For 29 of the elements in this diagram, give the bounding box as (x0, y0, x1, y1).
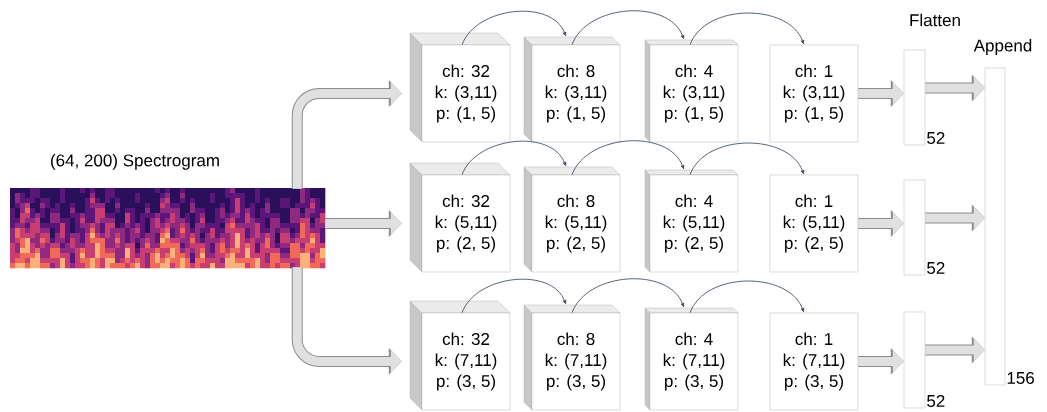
conv-block: ch: 1 k: (7,11) p: (3, 5) (769, 312, 859, 411)
size-label: 52 (927, 261, 945, 274)
conv-block: ch: 4 k: (7,11) p: (3, 5) (644, 307, 739, 411)
curved-arrow (571, 10, 685, 46)
curved-arrow (461, 278, 567, 314)
size-label: 52 (927, 394, 945, 407)
curved-arrow (689, 12, 805, 46)
conv-block: ch: 4 k: (5,11) p: (2, 5) (644, 169, 739, 273)
conv-block: ch: 32 k: (7,11) p: (3, 5) (409, 300, 511, 411)
conv-block: ch: 8 k: (5,11) p: (2, 5) (523, 166, 621, 273)
curved-arrow (461, 140, 567, 176)
conv-block: ch: 32 k: (3,11) p: (1, 5) (409, 32, 511, 143)
curved-arrow (461, 10, 567, 46)
conv-block: ch: 8 k: (7,11) p: (3, 5) (523, 304, 621, 411)
curved-arrow (689, 280, 805, 314)
conv-block: ch: 32 k: (5,11) p: (2, 5) (409, 162, 511, 273)
size-label: 52 (927, 131, 945, 144)
spectrogram-label: (64, 200) Spectrogram (51, 153, 219, 170)
size-label: 156 (1007, 371, 1034, 384)
conv-block: ch: 8 k: (3,11) p: (1, 5) (523, 36, 621, 143)
stage-label: Flatten (910, 13, 960, 27)
stage-label: Append (973, 39, 1032, 55)
conv-block: ch: 1 k: (3,11) p: (1, 5) (769, 44, 859, 143)
curved-arrow (571, 140, 685, 176)
conv-block: ch: 1 k: (5,11) p: (2, 5) (769, 174, 859, 273)
curved-arrow (689, 142, 805, 176)
curved-arrow (571, 278, 685, 314)
block-arrow (291, 80, 402, 189)
conv-block: ch: 4 k: (3,11) p: (1, 5) (644, 39, 739, 143)
